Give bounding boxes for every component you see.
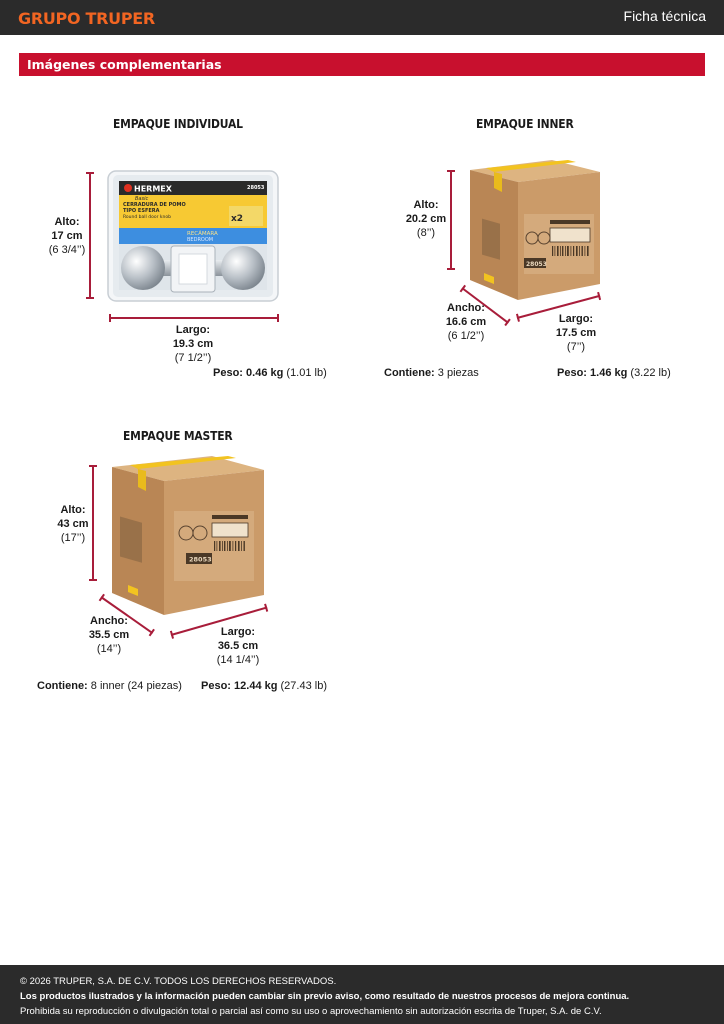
inner-length-label: Largo: 17.5 cm (7’’) [555, 313, 597, 353]
package-room-en: BEDROOM [187, 237, 213, 243]
footer: © 2026 TRUPER, S.A. DE C.V. TODOS LOS DE… [0, 965, 724, 1024]
footer-notice: Los productos ilustrados y la informació… [20, 991, 630, 1002]
package-name-en: Round ball door knob [123, 214, 171, 220]
inner-weight: Peso: 1.46 kg (3.22 lb) [557, 367, 671, 379]
individual-height-label: Alto: 17 cm (6 3/4’’) [48, 216, 86, 256]
inner-height-line [447, 170, 455, 270]
master-box-code: 28053 [189, 556, 212, 564]
section-title: Imágenes complementarias [27, 57, 222, 72]
footer-copyright: © 2026 TRUPER, S.A. DE C.V. TODOS LOS DE… [20, 976, 337, 987]
individual-height-line [86, 172, 94, 299]
individual-length-label: Largo: 19.3 cm (7 1/2’’) [172, 324, 214, 364]
package-brand: HERMEX [134, 185, 173, 194]
master-box-image: 28053 [112, 456, 264, 615]
document-type: Ficha técnica [623, 8, 706, 24]
individual-package-image: HERMEX Basic 28053 CERRADURA DE POMO TIP… [107, 170, 279, 302]
package-code: 28053 [247, 185, 265, 191]
inner-box-image: 28053 [470, 160, 600, 300]
individual-length-line [109, 314, 279, 322]
master-weight: Peso: 12.44 kg (27.43 lb) [201, 680, 327, 692]
master-height-label: Alto: 43 cm (17’’) [57, 504, 89, 544]
inner-height-label: Alto: 20.2 cm (8’’) [405, 199, 447, 239]
master-width-label: Ancho: 35.5 cm (14’’) [88, 615, 130, 655]
package-name-2: TIPO ESFERA [123, 208, 160, 214]
master-title: EMPAQUE MASTER [123, 428, 233, 443]
inner-title: EMPAQUE INNER [476, 116, 574, 131]
inner-width-label: Ancho: 16.6 cm (6 1/2’’) [445, 302, 487, 342]
individual-title: EMPAQUE INDIVIDUAL [113, 116, 243, 131]
section-header: Imágenes complementarias [19, 53, 705, 76]
individual-weight: Peso: 0.46 kg (1.01 lb) [213, 367, 327, 379]
package-room: RECÁMARA [187, 230, 218, 237]
package-qty: x2 [231, 214, 243, 224]
top-bar: GRUPO TRUPER Ficha técnica [0, 0, 724, 35]
package-name-1: CERRADURA DE POMO [123, 202, 186, 208]
master-length-label: Largo: 36.5 cm (14 1/4’’) [216, 626, 260, 666]
inner-contents: Contiene: 3 piezas [384, 367, 479, 379]
footer-prohibition: Prohibida su reproducción o divulgación … [20, 1006, 602, 1017]
master-contents: Contiene: 8 inner (24 piezas) [37, 680, 182, 692]
brand-logo: GRUPO TRUPER [18, 9, 155, 28]
inner-box-code: 28053 [526, 261, 547, 268]
package-brand-sub: Basic [135, 196, 148, 202]
master-height-line [89, 465, 97, 581]
